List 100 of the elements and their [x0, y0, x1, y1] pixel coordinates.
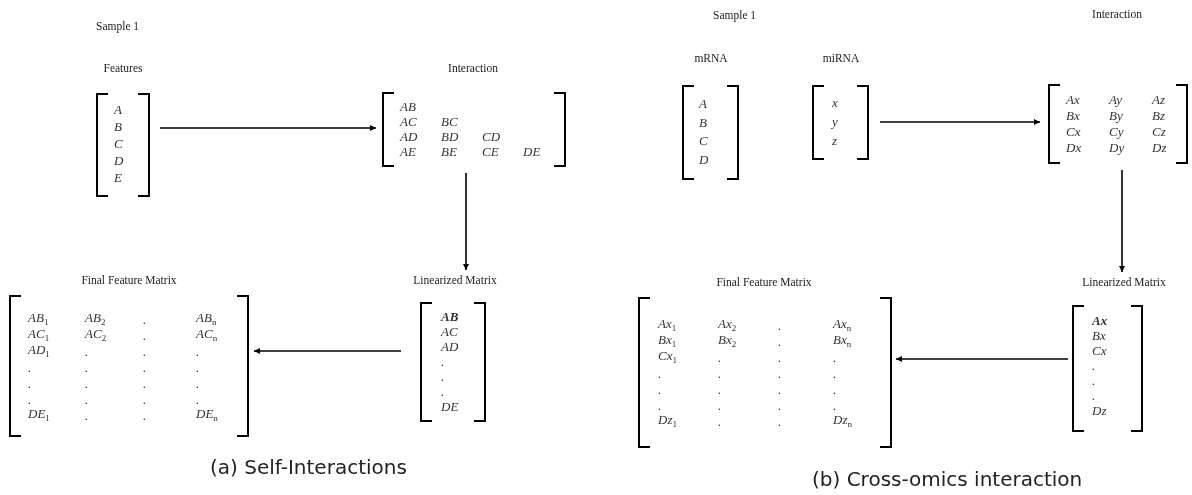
matrix-entry: BD: [441, 130, 459, 144]
sample-label: Sample 1: [96, 20, 140, 32]
matrix-heading: Linearized Matrix: [412, 274, 498, 286]
matrix-entry: .: [143, 393, 147, 407]
matrix-entry: .: [143, 361, 147, 375]
matrix-entry: .: [441, 355, 445, 369]
matrix-entry: Dy: [1109, 141, 1125, 155]
subfigure-caption: (a) Self-Interactions: [210, 455, 407, 479]
matrix-entry: Cz: [1152, 125, 1166, 139]
matrix-entry: .: [778, 383, 782, 397]
matrix-entry: .: [143, 409, 147, 423]
matrix-entry: .: [196, 377, 200, 391]
matrix-heading: mRNA: [693, 52, 729, 64]
matrix-entry: .: [143, 345, 147, 359]
matrix-entry: Dz$_{1}$: [658, 412, 677, 432]
matrix-entry: .: [658, 367, 662, 381]
sample-label: Sample 1: [713, 9, 757, 21]
matrix-entry: DE: [523, 145, 541, 159]
matrix-heading: miRNA: [821, 52, 861, 64]
matrix: [380, 62, 566, 169]
arrow: [879, 119, 1041, 125]
matrix-entry: Bz: [1152, 109, 1165, 123]
matrix-entry: .: [28, 361, 32, 375]
matrix-entry: AD: [400, 130, 418, 144]
matrix-entry: DE$_{n}$: [196, 406, 218, 426]
matrix-entry: .: [143, 329, 147, 343]
matrix-entry: .: [833, 383, 837, 397]
arrow: [159, 125, 377, 131]
matrix-entry: Ax: [1066, 93, 1080, 107]
arrow: [1119, 169, 1125, 273]
matrix-entry: .: [441, 370, 445, 384]
matrix-entry: .: [778, 399, 782, 413]
matrix-entry: B: [114, 120, 122, 134]
matrix-entry: .: [143, 377, 147, 391]
arrow: [463, 172, 469, 271]
matrix-entry: .: [28, 393, 32, 407]
matrix-entry: .: [85, 409, 89, 423]
matrix-entry: A: [699, 97, 707, 111]
matrix-entry: AC: [441, 325, 458, 339]
matrix-entry: .: [718, 367, 722, 381]
matrix-entry: E: [114, 171, 122, 185]
matrix-entry: Dz: [1152, 141, 1167, 155]
matrix-entry: .: [718, 351, 722, 365]
matrix-entry: AD: [441, 340, 459, 354]
matrix-entry: Cx: [1092, 344, 1107, 358]
matrix: [8, 274, 250, 439]
matrix-entry: .: [85, 345, 89, 359]
arrow: [253, 348, 402, 354]
matrix-entry: .: [1092, 374, 1096, 388]
matrix-entry: Dz$_{n}$: [833, 412, 852, 432]
matrix-entry: Ax: [1092, 314, 1108, 328]
matrix-entry: Bx: [1092, 329, 1106, 343]
matrix-entry: C: [114, 137, 123, 151]
matrix-entry: .: [778, 351, 782, 365]
matrix-entry: .: [833, 367, 837, 381]
matrix-entry: .: [28, 377, 32, 391]
matrix-entry: .: [833, 399, 837, 413]
matrix-entry: .: [1092, 389, 1096, 403]
matrix-entry: x: [832, 96, 838, 110]
matrix-entry: Dx: [1066, 141, 1082, 155]
matrix-heading: Linearized Matrix: [1081, 276, 1167, 288]
matrix-entry: .: [85, 361, 89, 375]
arrow: [895, 356, 1069, 362]
matrix-entry: .: [1092, 359, 1096, 373]
matrix-entry: B: [699, 115, 707, 130]
matrix-entry: .: [778, 335, 782, 349]
matrix-heading: Final Feature Matrix: [80, 274, 178, 286]
matrix-entry: Az: [1152, 93, 1165, 107]
matrix-heading: Features: [102, 62, 144, 74]
matrix-entry: CD: [482, 130, 501, 144]
matrix-entry: .: [778, 415, 782, 429]
matrix-entry: .: [196, 345, 200, 359]
matrix-entry: AB: [441, 310, 459, 324]
matrix-entry: BC: [441, 115, 458, 129]
matrix-entry: By: [1109, 109, 1123, 123]
matrix-heading: Interaction: [1091, 8, 1143, 20]
matrix-entry: y: [832, 115, 838, 129]
matrix-entry: .: [778, 319, 782, 333]
matrix-entry: AC: [400, 115, 417, 129]
matrix-entry: AE: [400, 145, 416, 159]
matrix-entry: .: [778, 367, 782, 381]
matrix-entry: A: [114, 103, 122, 117]
matrix-entry: z: [832, 134, 838, 148]
matrix: [636, 276, 892, 450]
matrix-entry: .: [85, 393, 89, 407]
matrix-entry: D: [699, 152, 709, 167]
subfigure-caption: (b) Cross-omics interaction: [812, 467, 1083, 491]
matrix-entry: .: [833, 351, 837, 365]
matrix-entry: .: [718, 399, 722, 413]
matrix-entry: .: [85, 377, 89, 391]
matrix-entry: D: [114, 154, 124, 168]
matrix-entry: Cy: [1109, 125, 1124, 139]
matrix-entry: Cx: [1066, 125, 1081, 139]
matrix-entry: Ay: [1109, 93, 1122, 107]
matrix-entry: .: [196, 393, 200, 407]
matrix-entry: Dz: [1092, 404, 1107, 418]
matrix-heading: Interaction: [447, 62, 499, 74]
matrix-entry: .: [718, 415, 722, 429]
matrix-entry: .: [143, 313, 147, 327]
matrix-entry: .: [658, 399, 662, 413]
